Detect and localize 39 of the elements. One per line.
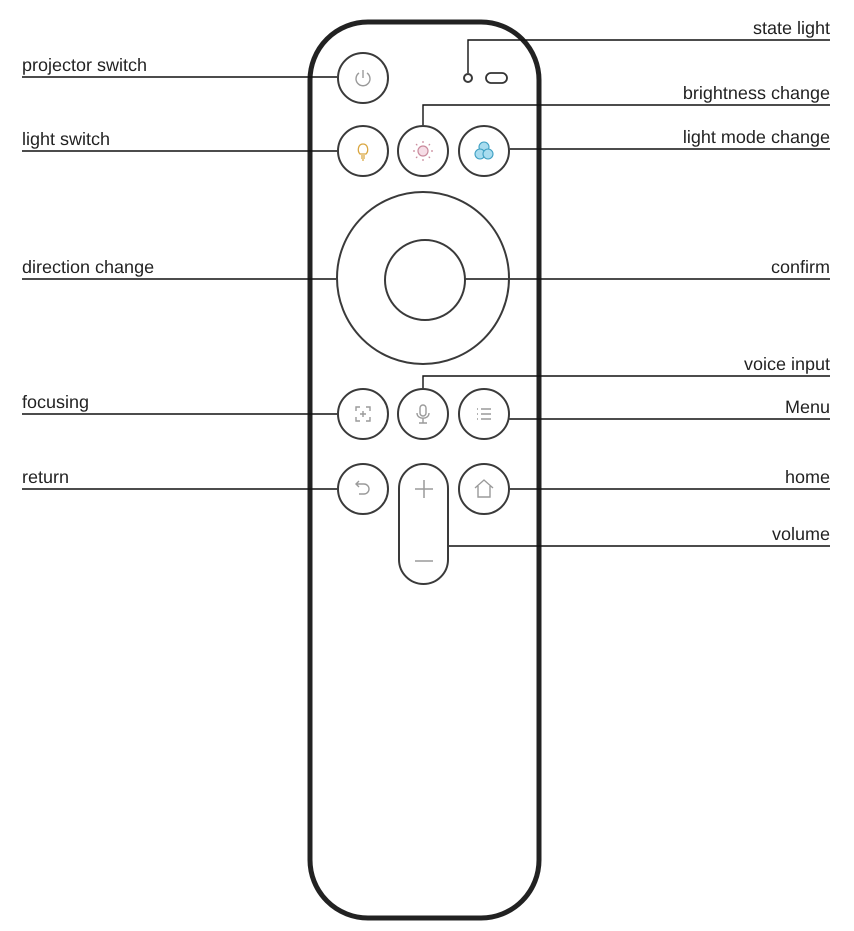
leader-line: [467, 39, 830, 73]
callout-label: state light: [752, 17, 830, 39]
leader-line: [22, 76, 338, 78]
return-button: [337, 463, 389, 515]
volume-rocker: [398, 463, 449, 585]
callout-label: Menu: [784, 396, 830, 418]
callout-label: volume: [772, 523, 830, 545]
light-button: [337, 125, 389, 177]
direction-pad: [336, 191, 510, 365]
callout-label: voice input: [744, 353, 830, 375]
leader-line: [510, 148, 830, 150]
leader-line: [510, 418, 830, 420]
leader-line: [22, 278, 336, 280]
leader-line: [464, 278, 830, 280]
menu-button: [458, 388, 510, 440]
brightness-button: [397, 125, 449, 177]
focus-button: [337, 388, 389, 440]
leader-line: [510, 488, 830, 490]
confirm-button: [384, 239, 466, 321]
light-mode-button: [458, 125, 510, 177]
callout-label: focusing: [22, 391, 90, 413]
callout-label: projector switch: [22, 54, 148, 76]
voice-button: [397, 388, 449, 440]
status-led: [463, 73, 473, 83]
callout-label: direction change: [22, 256, 154, 278]
leader-line: [22, 488, 337, 490]
leader-line: [22, 413, 337, 415]
leader-line: [422, 375, 830, 388]
callout-label: brightness change: [682, 82, 830, 104]
home-button: [458, 463, 510, 515]
callout-label: light switch: [22, 128, 110, 150]
leader-line: [449, 545, 830, 547]
leader-line: [422, 104, 830, 125]
callout-label: light mode change: [682, 126, 830, 148]
leader-line: [22, 150, 337, 152]
power-button: [337, 52, 389, 104]
callout-label: home: [784, 466, 830, 488]
callout-label: confirm: [770, 256, 830, 278]
callout-label: return: [22, 466, 70, 488]
